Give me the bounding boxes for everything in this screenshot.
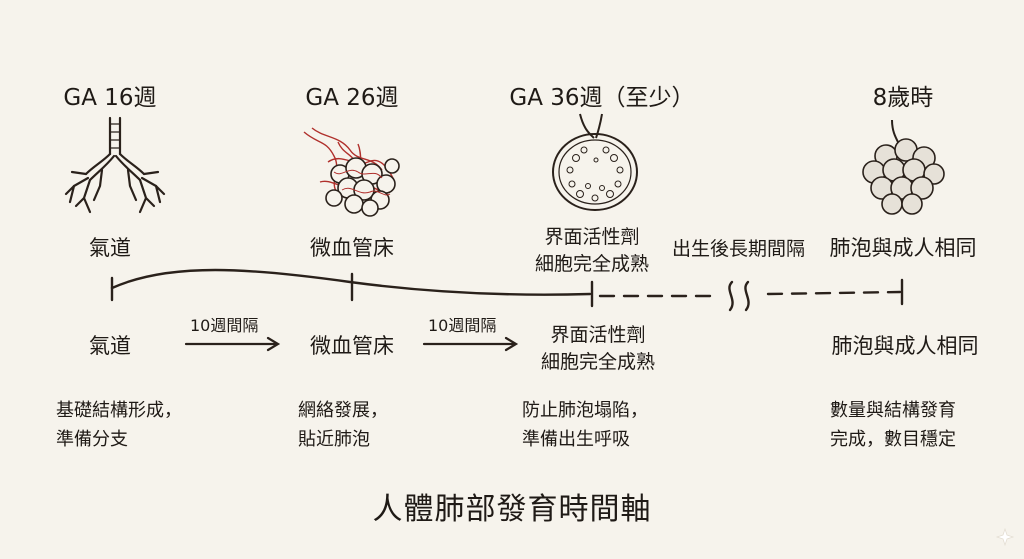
stage-3-time: GA 36週（至少）: [509, 85, 695, 111]
stage-3-upper-label: 界面活性劑 細胞完全成熟: [482, 224, 702, 278]
interval-arrow-2: [422, 336, 519, 352]
stage-3-upper-label-line2: 細胞完全成熟: [534, 253, 649, 275]
stage-3-lower-label-line1: 界面活性劑: [550, 324, 646, 346]
stage-4-upper-label: 肺泡與成人相同: [829, 236, 977, 260]
stage-2-time: GA 26週: [305, 85, 399, 111]
stage-3-upper-label-line1: 界面活性劑: [544, 226, 640, 248]
stage-3-description: 防止肺泡塌陷， 準備出生呼吸: [522, 396, 648, 454]
stage-1-description-line1: 基礎結構形成，: [56, 400, 182, 421]
stage-1-description: 基礎結構形成， 準備分支: [56, 396, 182, 454]
stage-1-lower-label: 氣道: [89, 334, 131, 358]
interval-arrow-1: [184, 336, 281, 352]
stage-1-description-line2: 準備分支: [56, 429, 128, 450]
stage-3-lower-label-line2: 細胞完全成熟: [540, 351, 655, 373]
gap-label: 出生後長期間隔: [672, 238, 806, 260]
stage-4-description: 數量與結構發育 完成，數目穩定: [830, 396, 956, 454]
interval-label-1: 10週間隔: [190, 316, 259, 335]
alveoli-cluster-icon: [862, 119, 945, 215]
interval-label-2: 10週間隔: [428, 316, 497, 335]
stage-1-upper-label: 氣道: [89, 236, 131, 260]
stage-3-description-line2: 準備出生呼吸: [522, 429, 630, 450]
sparkle-icon: [995, 527, 1015, 547]
stage-2-description-line1: 網絡發展，: [298, 400, 388, 421]
stage-2-description-line2: 貼近肺泡: [298, 429, 370, 450]
surfactant-alveolus-icon: [552, 113, 638, 211]
stage-2-upper-label: 微血管床: [310, 236, 394, 260]
stage-2-description: 網絡發展， 貼近肺泡: [298, 396, 388, 454]
stage-3-description-line1: 防止肺泡塌陷，: [522, 400, 648, 421]
stage-2-lower-label: 微血管床: [310, 334, 394, 358]
capillary-bed-icon: [303, 127, 400, 217]
stage-4-lower-label: 肺泡與成人相同: [831, 334, 979, 358]
page-title: 人體肺部發育時間軸: [372, 492, 652, 527]
stage-1-time: GA 16週: [63, 85, 157, 111]
stage-3-lower-label: 界面活性劑 細胞完全成熟: [488, 322, 708, 376]
airway-tree-icon: [64, 116, 166, 214]
stage-4-time: 8歲時: [872, 85, 934, 111]
stage-4-description-line2: 完成，數目穩定: [830, 429, 956, 450]
stage-4-description-line1: 數量與結構發育: [830, 400, 956, 421]
